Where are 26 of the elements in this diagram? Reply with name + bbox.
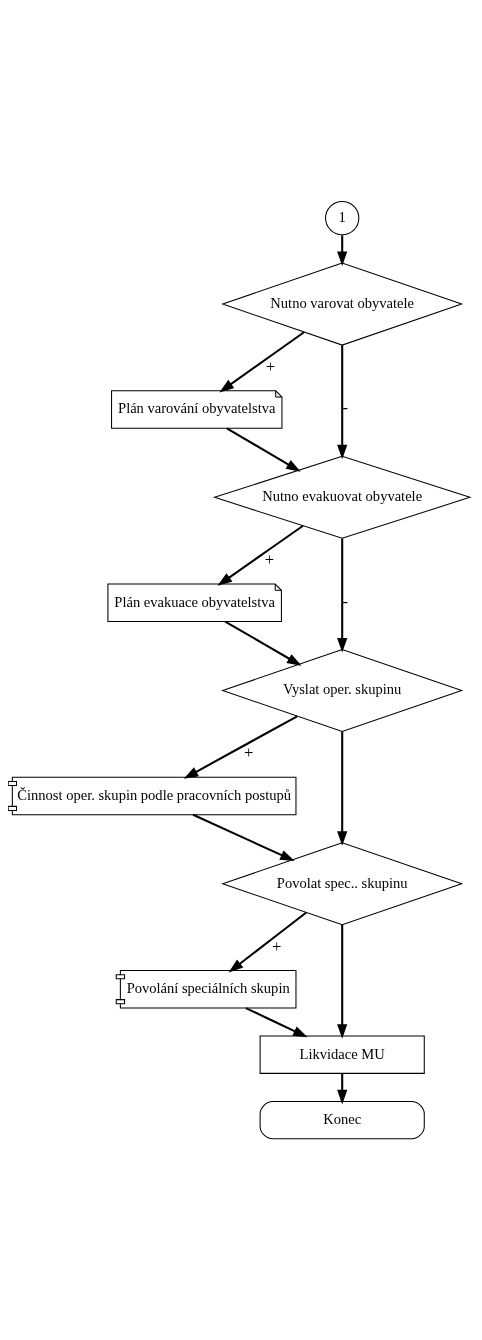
arrow [226, 427, 301, 472]
edge-label: - [342, 591, 349, 611]
node-circle: 1 [325, 200, 360, 236]
edge-label: + [272, 936, 282, 956]
node-diamond: Vyslat oper. skupinu [221, 648, 464, 733]
edge-label: + [264, 550, 275, 570]
node-diamond: Nutno varovat obyvatele [221, 262, 464, 346]
arrow [217, 524, 304, 586]
arrow [228, 911, 307, 973]
arrow [337, 1073, 348, 1105]
arrow [337, 924, 348, 1039]
edge-label: - [342, 398, 349, 418]
arrow [245, 1007, 308, 1038]
node-diamond: Nutno evakuovat obyvatele [212, 455, 472, 539]
arrow [192, 813, 295, 862]
node-box: Konec [259, 1100, 425, 1140]
edge-label: + [244, 743, 254, 763]
arrow [219, 331, 305, 393]
arrow [337, 345, 348, 460]
edge-label: + [265, 356, 276, 376]
arrow [183, 715, 298, 779]
arrow [337, 538, 348, 653]
node-box: Likvidace MU [259, 1035, 425, 1074]
arrow [224, 620, 302, 666]
node-diamond: Povolat spec.. skupinu [221, 842, 464, 926]
arrow [337, 731, 348, 846]
